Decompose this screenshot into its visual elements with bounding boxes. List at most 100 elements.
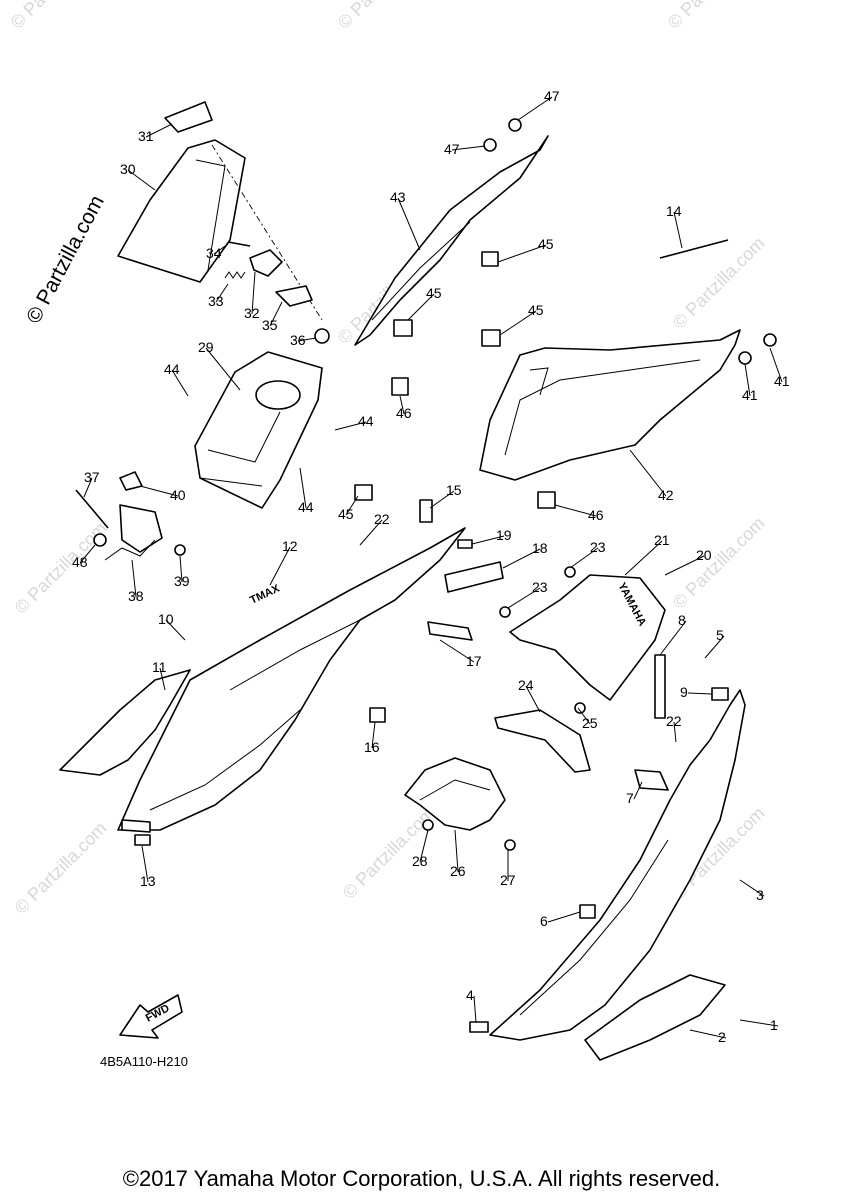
callout-number-33: 33 <box>208 293 224 309</box>
callout-number-44: 44 <box>164 361 180 377</box>
clips <box>134 251 729 1033</box>
leader-line <box>547 911 581 923</box>
leader-line <box>507 587 541 609</box>
callout-number-37: 37 <box>84 469 100 485</box>
leader-line <box>687 692 713 695</box>
leader-line <box>139 485 179 497</box>
watermark: © Partzilla.com <box>669 233 769 333</box>
callout-number-38: 38 <box>128 588 144 604</box>
leader-line <box>269 546 291 586</box>
leader-line <box>179 555 183 583</box>
leader-line <box>205 347 241 391</box>
watermark: © Partzilla.com <box>11 518 111 618</box>
callout-number-11: 11 <box>152 659 167 675</box>
callout-number-10: 10 <box>158 611 174 627</box>
leader-line <box>673 211 683 249</box>
callout-number-14: 14 <box>666 203 682 219</box>
callout-number-36: 36 <box>290 332 306 348</box>
callout-number-23: 23 <box>532 579 548 595</box>
callout-number-19: 19 <box>496 527 512 543</box>
leader-line <box>83 477 93 498</box>
leader-line <box>554 504 597 517</box>
leader-line <box>215 283 229 303</box>
callout-number-15: 15 <box>446 482 462 498</box>
callout-number-28: 28 <box>412 853 428 869</box>
watermark-vertical: © Partzilla.com <box>22 192 109 328</box>
leader-line <box>569 547 599 569</box>
callout-number-21: 21 <box>654 532 670 548</box>
copyright-notice: ©2017 Yamaha Motor Corporation, U.S.A. A… <box>122 1166 721 1191</box>
callout-number-9: 9 <box>680 684 688 700</box>
leader-line <box>517 96 553 121</box>
callout-number-22: 22 <box>374 511 390 527</box>
callout-number-44: 44 <box>358 413 374 429</box>
leader-line <box>624 540 663 576</box>
leader-line <box>269 301 283 327</box>
leader-line <box>419 829 429 863</box>
leader-line <box>79 544 96 564</box>
callout-number-8: 8 <box>678 612 686 628</box>
leader-line <box>334 421 367 431</box>
callout-number-45: 45 <box>426 285 442 301</box>
callout-number-41: 41 <box>774 373 790 389</box>
leader-line <box>299 467 307 509</box>
leader-line <box>399 395 405 415</box>
leader-line <box>502 548 541 569</box>
callout-number-2: 2 <box>718 1029 726 1045</box>
callout-number-6: 6 <box>540 913 548 929</box>
leader-line <box>577 707 591 725</box>
leader-line <box>473 995 477 1023</box>
watermark: © Partzilla.com <box>11 818 111 918</box>
callout-number-39: 39 <box>174 573 190 589</box>
callout-number-27: 27 <box>500 872 516 888</box>
fwd-arrow: FWD <box>119 994 183 1039</box>
callout-number-23: 23 <box>590 539 606 555</box>
callout-number-32: 32 <box>244 305 260 321</box>
callout-number-1: 1 <box>770 1017 778 1033</box>
left-hardware <box>75 471 186 561</box>
leader-line <box>145 123 173 138</box>
callout-number-43: 43 <box>390 189 406 205</box>
bracket-parts <box>224 241 330 344</box>
leader-line <box>525 685 541 713</box>
callout-number-45: 45 <box>528 302 544 318</box>
callout-number-42: 42 <box>658 487 674 503</box>
leader-line <box>213 243 229 255</box>
callout-number-47: 47 <box>444 141 460 157</box>
diagram-code: 4B5A110-H210 <box>100 1054 188 1069</box>
callout-number-16: 16 <box>364 739 380 755</box>
leader-line <box>127 169 156 191</box>
callout-number-7: 7 <box>626 790 634 806</box>
callout-number-48: 48 <box>72 554 88 570</box>
callout-number-22: 22 <box>666 713 682 729</box>
leader-line <box>345 495 359 516</box>
callout-number-47: 47 <box>544 88 560 104</box>
leader-line <box>397 197 421 251</box>
upper-panel <box>354 118 549 346</box>
center-frame <box>194 351 323 509</box>
callout-number-34: 34 <box>206 245 222 261</box>
leader-line <box>141 845 149 883</box>
leader-line <box>633 781 643 800</box>
right-side-panel <box>479 329 777 481</box>
leader-line <box>471 535 505 545</box>
callout-number-24: 24 <box>518 677 534 693</box>
leader-line <box>165 619 186 641</box>
callout-number-29: 29 <box>198 339 214 355</box>
callout-number-20: 20 <box>696 547 712 563</box>
callout-number-45: 45 <box>538 236 554 252</box>
callout-layer: 1234567891011121314151617181920212222232… <box>72 88 790 1045</box>
leader-line <box>704 635 725 659</box>
callout-number-35: 35 <box>262 317 278 333</box>
leader-line <box>659 620 687 656</box>
callout-number-30: 30 <box>120 161 136 177</box>
leader-line <box>297 337 317 342</box>
leader-line <box>739 879 765 897</box>
leader-line <box>159 667 166 691</box>
watermark: © Partzilla.com <box>664 0 764 33</box>
leader-line <box>673 721 677 743</box>
callout-number-25: 25 <box>582 715 598 731</box>
leader-line <box>499 310 537 336</box>
leader-line <box>371 721 376 749</box>
